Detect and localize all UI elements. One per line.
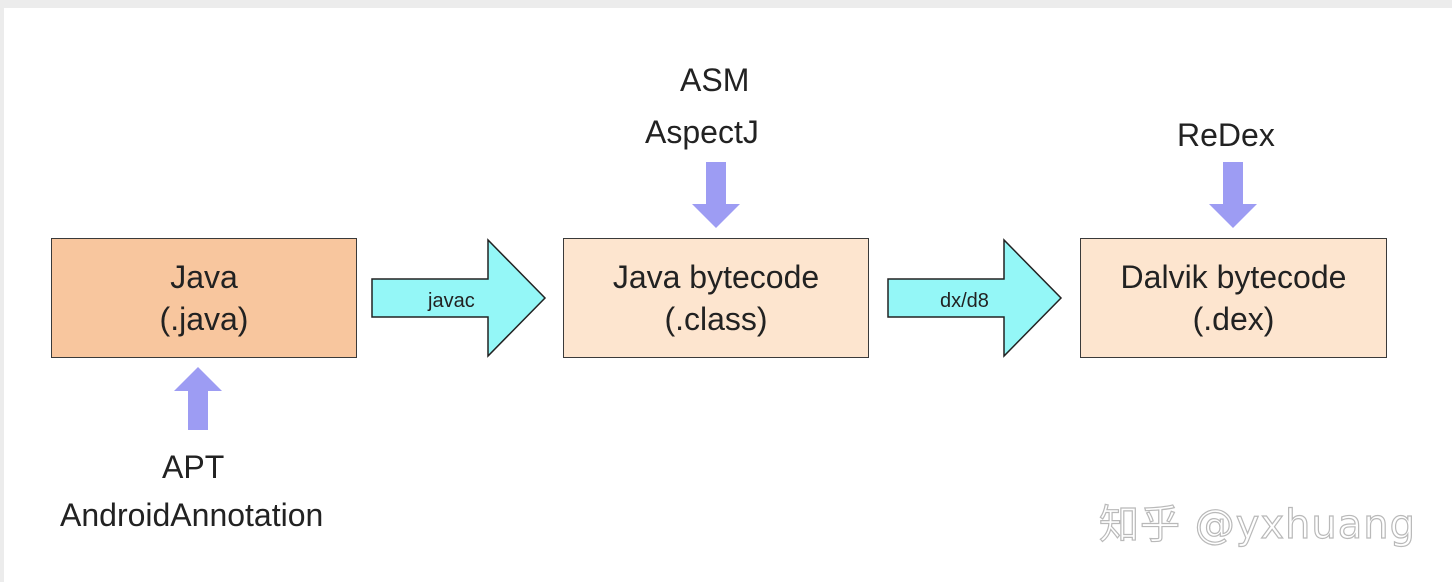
apt-up-arrow: [174, 367, 222, 430]
dalvik-bytecode-title: Dalvik bytecode: [1120, 259, 1347, 295]
dalvik-bytecode-box: Dalvik bytecode (.dex): [1080, 238, 1387, 358]
java-bytecode-title: Java bytecode: [612, 259, 820, 295]
dalvik-bytecode-extension: (.dex): [1192, 301, 1275, 337]
dx-arrow: [887, 238, 1063, 358]
asm-down-arrow: [692, 162, 740, 228]
java-source-title: Java: [170, 259, 238, 295]
apt-label: APT: [162, 449, 225, 485]
java-bytecode-extension: (.class): [664, 301, 768, 337]
arrows-layer: [174, 162, 1257, 430]
java-bytecode-box: Java bytecode (.class): [563, 238, 869, 358]
watermark-text: 知乎 @yxhuang: [1098, 501, 1416, 548]
javac-label: javac: [428, 290, 475, 312]
android-annotation-label: AndroidAnnotation: [60, 497, 324, 533]
dx-label: dx/d8: [940, 290, 989, 312]
asm-label: ASM: [680, 62, 750, 98]
redex-label: ReDex: [1177, 117, 1275, 153]
aspectj-label: AspectJ: [645, 114, 759, 150]
redex-down-arrow: [1209, 162, 1257, 228]
java-source-box: Java (.java): [51, 238, 357, 358]
java-source-extension: (.java): [159, 301, 249, 337]
javac-arrow: [371, 238, 547, 358]
diagram-canvas: Java (.java) Java bytecode (.class) Dalv…: [4, 8, 1452, 582]
